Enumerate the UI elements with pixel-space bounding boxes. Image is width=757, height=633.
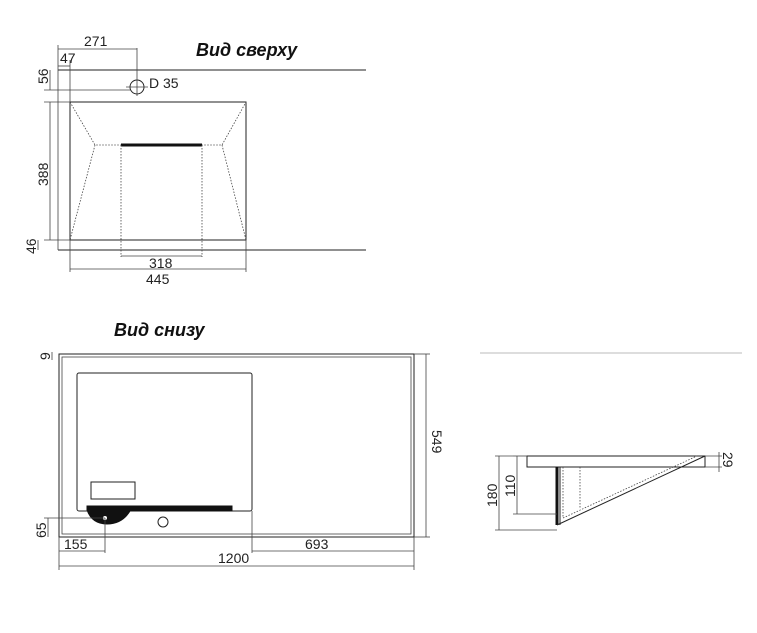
dim-549: 549 — [429, 430, 445, 454]
dim-445: 445 — [146, 271, 170, 287]
side-basin-bottom — [556, 455, 706, 526]
countertop-inner — [61, 356, 412, 535]
dim-9: 9 — [37, 352, 53, 360]
side-basin-bottom-hidden — [562, 455, 698, 519]
dim-155: 155 — [64, 536, 88, 552]
basin-inner-left — [69, 144, 96, 241]
top-view-title: Вид сверху — [196, 40, 298, 60]
dim-65: 65 — [33, 522, 49, 538]
dim-318: 318 — [149, 255, 173, 271]
bottom-view: Вид снизу 9 549 65 155 693 1200 — [33, 320, 445, 570]
basin-underside — [76, 372, 253, 512]
siphon-box — [90, 481, 136, 500]
dim-47: 47 — [60, 50, 76, 66]
dim-180: 180 — [484, 483, 500, 507]
faucet-hole-under — [157, 516, 169, 528]
basin-inner-right — [221, 144, 247, 241]
countertop-outline — [58, 353, 415, 538]
top-view: Вид сверху D 35 271 47 56 388 — [23, 33, 366, 287]
side-view: 29 110 180 — [480, 352, 742, 531]
dim-46: 46 — [23, 238, 39, 254]
basin-inner-top — [69, 101, 247, 146]
dim-388: 388 — [35, 162, 51, 186]
dim-110: 110 — [502, 474, 518, 497]
dim-56: 56 — [35, 68, 51, 84]
drain-channel — [86, 505, 233, 525]
dim-1200: 1200 — [218, 550, 249, 566]
basin-outline — [69, 101, 247, 241]
dim-693: 693 — [305, 536, 329, 552]
side-countertop — [526, 455, 706, 468]
dim-29: 29 — [720, 452, 736, 468]
dim-271: 271 — [84, 33, 108, 49]
bottom-view-title: Вид снизу — [114, 320, 205, 340]
dim-hole: D 35 — [149, 75, 179, 91]
